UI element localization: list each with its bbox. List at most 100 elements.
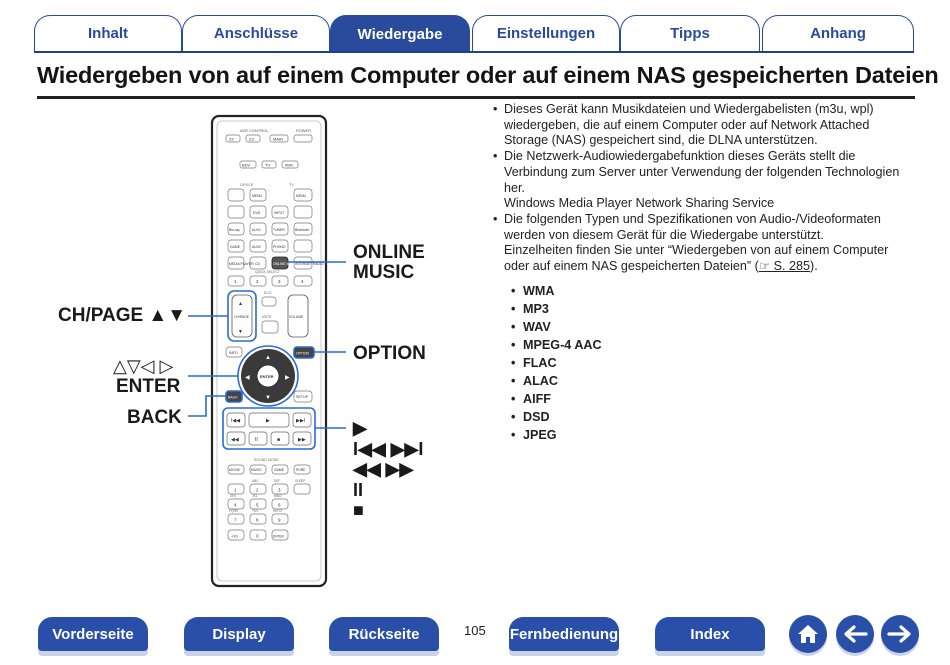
callout-chpage: CH/PAGE ▲▼ [58,305,187,326]
format-item: WMA [511,282,916,300]
vorderseite-button[interactable]: Vorderseite [38,617,148,651]
remote-game: GAME [230,245,241,249]
svg-text:▲: ▲ [265,355,271,361]
remote-key-3: 3 [278,488,281,493]
callout-option: OPTION [353,343,426,364]
bullet-2: Die Netzwerk-Audiowiedergabefunktion die… [491,149,916,196]
remote-main: MAIN [273,137,283,142]
remote-wxyz: WXYZ [273,509,282,513]
remote-key-0: 0 [256,534,259,539]
bullet-2-detail: Windows Media Player Network Sharing Ser… [504,196,775,211]
remote-key-4: 4 [234,503,237,508]
display-button[interactable]: Display [184,617,294,651]
bullet-1: Dieses Gerät kann Musikdateien und Wiede… [491,102,916,149]
remote-power-label: POWER [296,128,311,133]
tab-inhalt[interactable]: Inhalt [34,15,182,51]
callout-enter: ENTER [116,376,181,397]
callout-pause: II [353,479,364,500]
remote-tuner: TUNER [273,228,285,232]
remote-mute-label: MUTE [262,315,272,319]
content-column: Dieses Gerät kann Musikdateien und Wiede… [491,102,916,444]
page-reference-link[interactable]: ☞ S. 285 [758,259,811,274]
remote-device-label: DEVICE [240,183,254,187]
tab-tipps[interactable]: Tipps [620,15,760,51]
remote-eco-label: ECO [264,291,272,295]
fernbedienung-button[interactable]: Fernbedienung [509,617,619,651]
tab-anhang[interactable]: Anhang [762,15,914,51]
remote-def: DEF [274,479,280,483]
svg-text:▶▶I: ▶▶I [296,418,305,424]
remote-tuv: TUV [252,509,259,513]
remote-key-5: 5 [256,503,259,508]
back-button[interactable] [836,615,874,653]
remote-media-player: MEDIA PLAYER [229,262,254,266]
remote-input: INPUT [274,211,284,215]
svg-text:▶▶: ▶▶ [298,437,306,443]
format-item: AIFF [511,390,916,408]
callout-online-music: ONLINE MUSIC [353,243,425,283]
remote-tv-label: TV [289,183,294,187]
format-item: WAV [511,318,916,336]
remote-qs-3: 3 [278,279,281,284]
callout-arrow-keys: △▽◁ ▷ [113,356,174,376]
remote-jkl: JKL [252,494,258,498]
svg-text:◀◀: ◀◀ [231,437,239,443]
callout-back: BACK [127,407,182,428]
callout-play: ▶ [353,418,367,438]
remote-bluray: Blu-ray [229,228,240,232]
remote-key-6: 6 [278,503,281,508]
remote-avr: AVR [285,163,293,168]
callout-transport: ▶ I◀◀ ▶▶I ◀◀ ▶▶ II ■ [353,418,423,521]
page-title: Wiedergeben von auf einem Computer oder … [37,62,939,88]
bullet-3-detail: Einzelheiten finden Sie unter “Wiedergeb… [491,243,916,274]
tab-einstellungen[interactable]: Einstellungen [472,15,620,51]
remote-tv: TV [265,163,270,168]
remote-key-8: 8 [256,518,259,523]
remote-key-enter: ENTER [273,535,285,539]
arrow-left-icon [844,625,868,643]
callout-online-line2: MUSIC [353,262,415,283]
callout-skip: I◀◀ ▶▶I [353,438,424,459]
tab-wiedergabe[interactable]: Wiedergabe [330,15,470,52]
remote-menu: MENU [252,194,263,198]
callout-online-line1: ONLINE [353,242,425,263]
remote-mno: MNO [274,494,282,498]
tab-underline [34,51,914,53]
remote-movie: MOVIE [229,468,241,472]
remote-info: INFO [229,351,238,355]
tab-anschluesse[interactable]: Anschlüsse [182,15,330,51]
rueckseite-button[interactable]: Rückseite [329,617,439,651]
remote-key-7: 7 [234,518,237,523]
format-item: ALAC [511,372,916,390]
bullet-3: Die folgenden Typen und Spezifikationen … [491,212,916,243]
remote-aux2: AUX2 [252,245,261,249]
remote-back: BACK [228,396,238,400]
remote-dvd: DVD [253,211,261,215]
format-item: FLAC [511,354,916,372]
bullet-3-detail-text: Einzelheiten finden Sie unter “Wiedergeb… [504,243,889,274]
remote-aux1: AUX1 [252,228,261,232]
svg-text:◀: ◀ [245,375,250,381]
home-icon [798,625,818,643]
remote-key-1: 1 [234,488,237,493]
format-item: JPEG [511,426,916,444]
index-button[interactable]: Index [655,617,765,651]
forward-button[interactable] [881,615,919,653]
remote-qs-4: 4 [301,279,304,284]
title-divider [37,96,915,99]
remote-bdv: BDV [242,163,251,168]
remote-control-illustration: AVR CONTROL POWER Z2 Z3 MAIN BDV TV AVR … [188,114,346,588]
home-button[interactable] [789,615,827,653]
remote-quick-select-label: QUICK SELECT [255,270,280,274]
callout-stop: ■ [353,500,364,520]
remote-bluetooth: Bluetooth [295,228,309,232]
remote-qs-2: 2 [256,279,259,284]
remote-phono: PHONO [273,245,286,249]
format-item: DSD [511,408,916,426]
remote-sound-mode-label: SOUND MODE [254,458,279,462]
svg-text:▼: ▼ [238,329,243,335]
remote-music: MUSIC [251,468,262,472]
svg-text:▶: ▶ [285,375,290,381]
callout-seek: ◀◀ ▶▶ [353,459,414,479]
remote-volume-label: VOLUME [289,315,304,319]
